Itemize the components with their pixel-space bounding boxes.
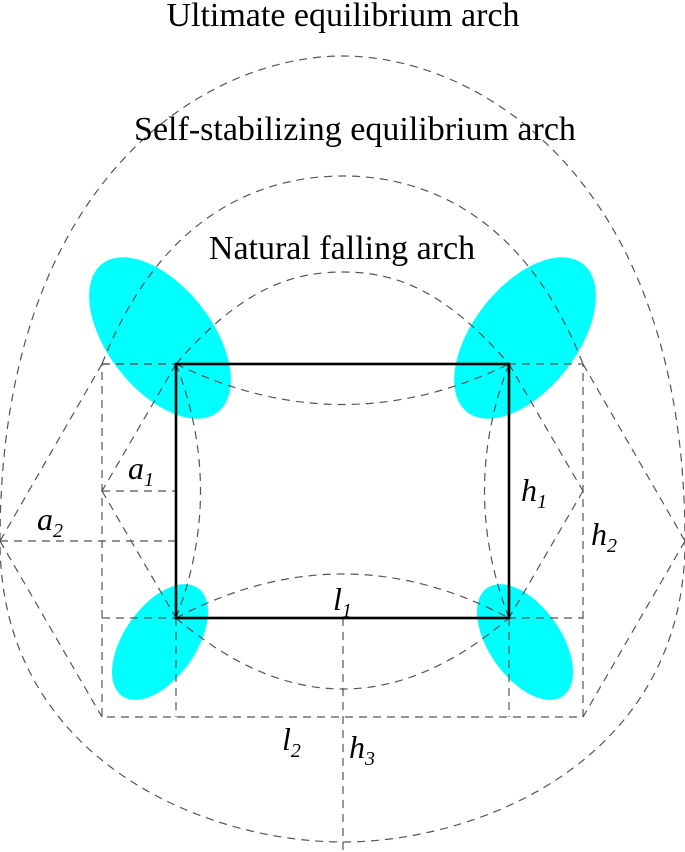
ultimate-equilibrium-arch-label: Ultimate equilibrium arch	[166, 0, 519, 34]
right-outer-diagonal-bottom	[582, 540, 685, 718]
left-sidewall-arc	[175, 363, 202, 619]
stress-zone-bottom-left	[112, 584, 208, 700]
a2-base: a	[37, 501, 53, 537]
h2-sub: 2	[607, 535, 617, 557]
natural-falling-arch-curve	[175, 271, 510, 365]
roof-inner-arc	[175, 363, 510, 405]
h1-sub: 1	[537, 491, 547, 513]
h3-sub: 3	[364, 748, 375, 770]
h3-base: h	[349, 729, 365, 765]
left-outer-diagonal-top	[0, 363, 103, 542]
right-outer-diagonal-top	[582, 363, 685, 542]
construction-lines	[0, 55, 685, 852]
l2-label: l2	[282, 721, 301, 762]
h2-label: h2	[591, 516, 617, 557]
a1-sub: 1	[144, 469, 154, 491]
stress-zone-top-left	[89, 257, 231, 419]
l1-base: l	[333, 581, 342, 617]
self-stabilizing-arch-label: Self-stabilizing equilibrium arch	[134, 111, 576, 148]
h1-label: h1	[521, 472, 547, 513]
left-inner-diagonal-top	[101, 363, 177, 492]
floor-upper-arc	[175, 573, 510, 619]
l1-label: l1	[333, 581, 352, 622]
a2-sub: 2	[53, 520, 63, 542]
left-outer-diagonal-bottom	[0, 540, 103, 718]
left-inner-diagonal-bottom	[101, 490, 177, 619]
stress-zone-bottom-right	[477, 584, 573, 700]
right-inner-diagonal-top	[508, 363, 584, 492]
natural-falling-arch-label: Natural falling arch	[209, 230, 475, 267]
l1-sub: 1	[342, 600, 352, 622]
stress-zone-top-right	[454, 257, 596, 419]
l2-base: l	[282, 721, 291, 757]
right-inner-diagonal-bottom	[508, 490, 584, 619]
right-sidewall-arc	[483, 363, 510, 619]
self-stabilizing-arch-curve	[101, 175, 584, 365]
a1-label: a1	[128, 450, 154, 491]
roadway-rectangle	[174, 362, 511, 620]
h2-base: h	[591, 516, 607, 552]
a2-label: a2	[37, 501, 63, 542]
h3-label: h3	[349, 729, 375, 770]
h1-base: h	[521, 472, 537, 508]
a1-base: a	[128, 450, 144, 486]
stress-zones	[89, 257, 596, 700]
l2-sub: 2	[291, 740, 301, 762]
ultimate-equilibrium-arch-curve	[0, 55, 685, 843]
